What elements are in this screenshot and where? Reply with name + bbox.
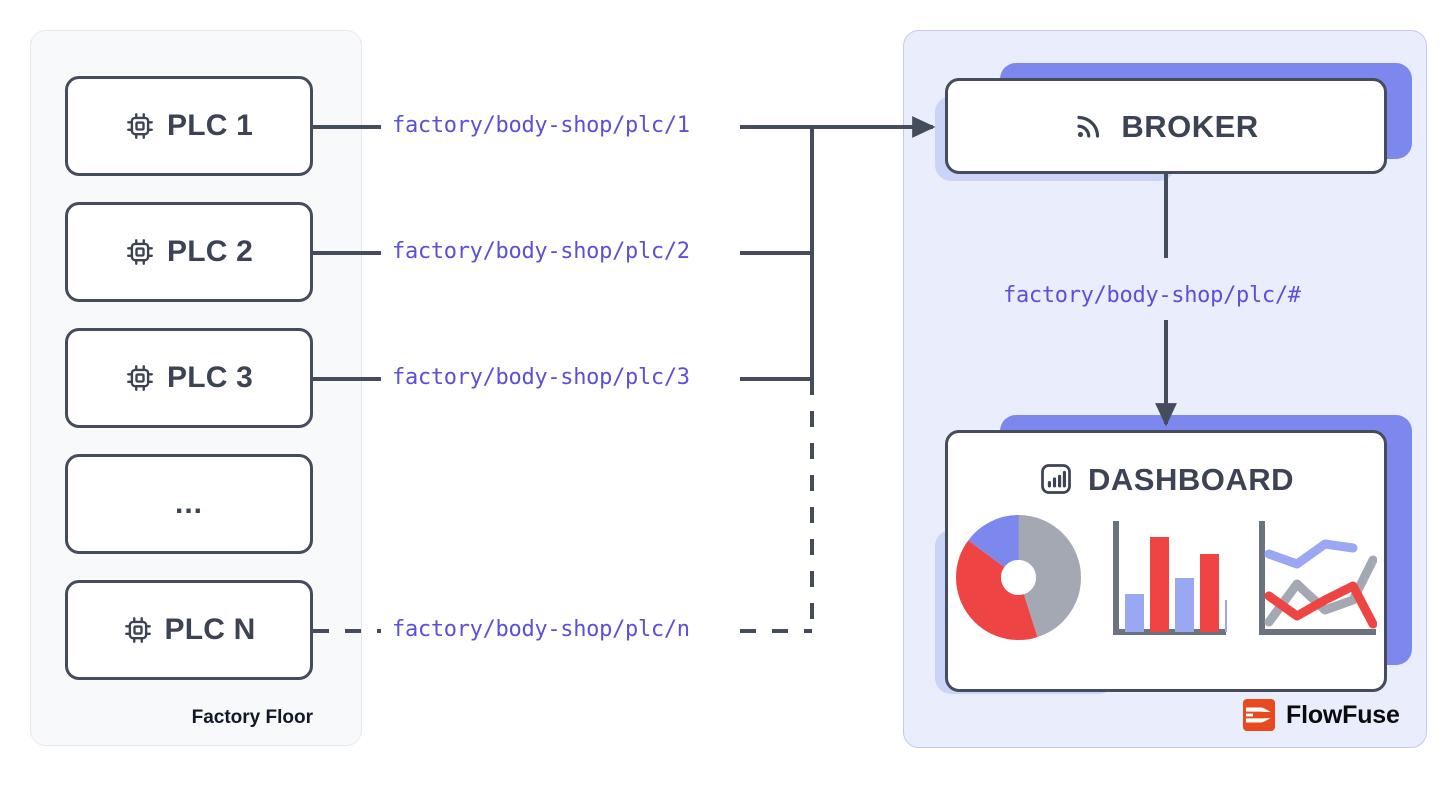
broker-node[interactable]: BROKER	[945, 78, 1387, 174]
bar-chart-icon	[1038, 461, 1074, 497]
rss-broadcast-icon	[1073, 110, 1105, 142]
plc-card-2[interactable]: PLC 2	[65, 202, 313, 302]
plc-card-n[interactable]: PLC N	[65, 580, 313, 680]
plc-card-label: PLC 1	[166, 109, 254, 142]
dashboard-header: DASHBOARD	[948, 461, 1384, 497]
topic-label-plc-3: factory/body-shop/plc/3	[392, 365, 690, 390]
topic-label-plc-2: factory/body-shop/plc/2	[392, 239, 690, 264]
factory-floor-caption: Factory Floor	[191, 707, 313, 728]
line-chart	[1258, 521, 1377, 635]
dashboard-node[interactable]: DASHBOARD	[945, 430, 1387, 692]
plc-card-label: ...	[174, 487, 203, 520]
flowfuse-wordmark: FlowFuse	[1286, 700, 1400, 729]
topic-label-plc-1: factory/body-shop/plc/1	[392, 113, 690, 138]
chip-icon	[125, 237, 155, 267]
broker-label: BROKER	[1121, 108, 1259, 144]
flowfuse-brand: FlowFuse	[1243, 699, 1400, 731]
plc-card-3[interactable]: PLC 3	[65, 328, 313, 428]
chip-icon	[125, 363, 155, 393]
dashboard-charts	[948, 515, 1384, 640]
plc-card-label: PLC 2	[166, 235, 254, 268]
donut-chart	[955, 515, 1081, 640]
topic-label-subscribe-wildcard: factory/body-shop/plc/#	[1003, 283, 1301, 308]
dashboard-label: DASHBOARD	[1088, 461, 1294, 497]
plc-card-ellipsis: ...	[65, 454, 313, 554]
topic-label-plc-n: factory/body-shop/plc/n	[392, 617, 690, 642]
plc-card-1[interactable]: PLC 1	[65, 76, 313, 176]
flowfuse-logo-icon	[1243, 699, 1275, 731]
chip-icon	[125, 111, 155, 141]
chip-icon	[123, 615, 153, 645]
plc-card-label: PLC 3	[166, 361, 254, 394]
plc-card-label: PLC N	[164, 613, 256, 646]
bar-chart	[1112, 521, 1227, 635]
